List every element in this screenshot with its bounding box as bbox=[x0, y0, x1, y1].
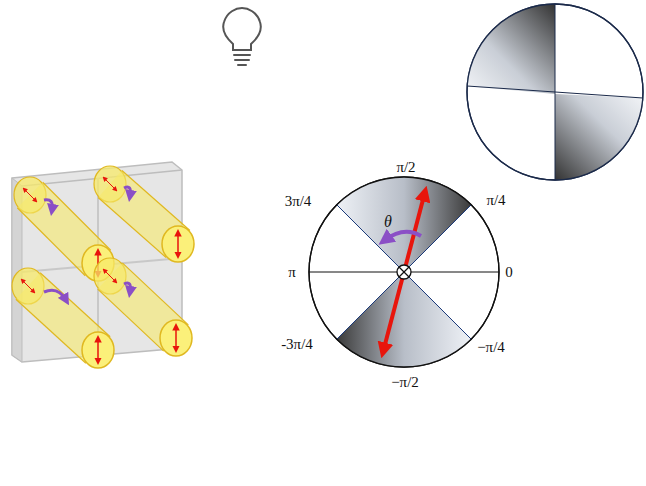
angle-label: 3π/4 bbox=[285, 194, 312, 209]
fiber-cylinder bbox=[94, 258, 192, 356]
angle-label: 0 bbox=[505, 265, 513, 280]
fiber-cylinder bbox=[94, 166, 194, 262]
angle-circle bbox=[309, 177, 499, 367]
polarization-circle bbox=[467, 4, 643, 180]
angle-label: π bbox=[288, 265, 296, 280]
angle-label: −π/4 bbox=[477, 340, 505, 355]
fiber-cylinders bbox=[12, 166, 194, 368]
angle-symbol: θ bbox=[384, 214, 392, 230]
angle-label: π/4 bbox=[486, 193, 505, 208]
angle-label: -3π/4 bbox=[281, 337, 313, 352]
angle-label: π/2 bbox=[396, 160, 415, 175]
angle-label: −π/2 bbox=[391, 375, 419, 390]
lightbulb-icon bbox=[223, 8, 260, 65]
